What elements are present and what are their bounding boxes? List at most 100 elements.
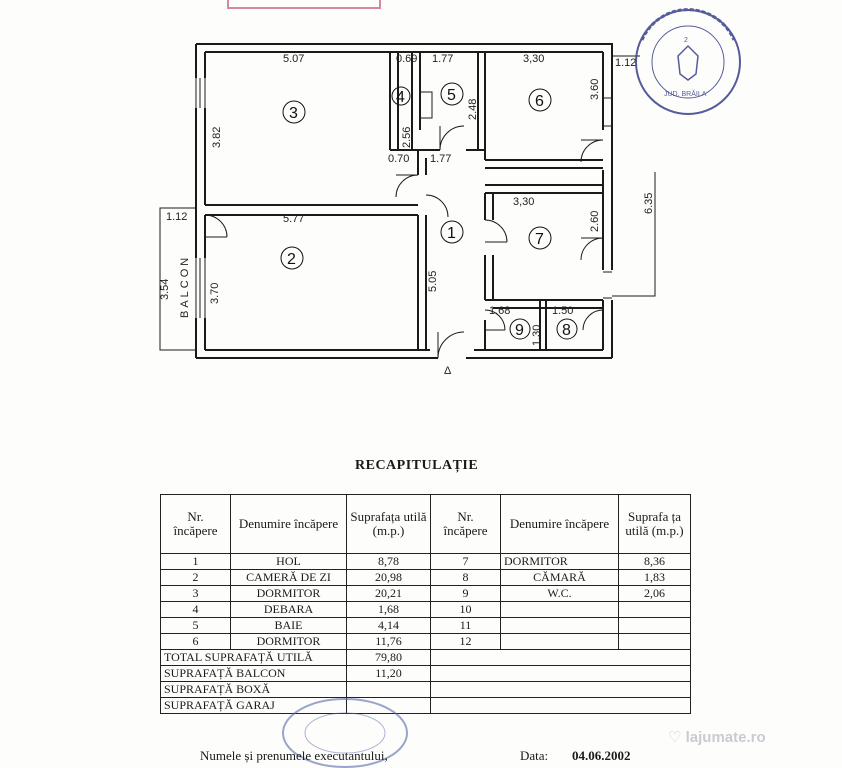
room-area: 2,06 — [618, 585, 691, 602]
total-value: 79,80 — [346, 649, 431, 666]
room-area — [618, 617, 691, 634]
room-number: 6 — [535, 93, 544, 110]
balcony-label: BALCON — [179, 255, 191, 318]
room-number: 7 — [535, 231, 544, 248]
room-nr: 2 — [160, 569, 231, 586]
room-number-labels: 1 2 3 4 5 6 7 8 9 — [287, 87, 571, 339]
dim-label: 1.12 — [615, 57, 636, 69]
dim-label: 3.82 — [211, 127, 223, 148]
table-row: 1 HOL 8,78 7 DORMITOR 8,36 — [160, 553, 691, 570]
total-label: TOTAL SUPRAFAȚĂ UTILĂ — [160, 649, 347, 666]
recap-title: RECAPITULAȚIE — [355, 458, 479, 473]
room-nr: 5 — [160, 617, 231, 634]
dim-label: 1.30 — [531, 325, 543, 346]
dim-label: 1.50 — [552, 305, 573, 317]
room-numbers — [280, 82, 578, 340]
room-area: 1,68 — [346, 601, 431, 618]
room-nr: 12 — [430, 633, 501, 650]
total-value: 11,20 — [346, 665, 431, 682]
room-nr: 8 — [430, 569, 501, 586]
entrance-mark: Δ — [444, 365, 452, 377]
dim-label: 2.60 — [589, 211, 601, 232]
room-number: 5 — [447, 87, 456, 104]
room-name: DEBARA — [230, 601, 347, 618]
header-cell: Nr. încăpere — [430, 494, 501, 554]
room-nr: 1 — [160, 553, 231, 570]
dim-label: 3.60 — [589, 79, 601, 100]
table-row: 5 BAIE 4,14 11 — [160, 617, 691, 634]
red-stamp-fragment — [227, 0, 381, 9]
total-row: SUPRAFAȚĂ BOXĂ — [160, 681, 691, 698]
heart-icon: ♡ — [668, 729, 682, 746]
dim-label: 6.35 — [643, 193, 655, 214]
dim-label: 3,30 — [513, 196, 534, 208]
room-name: CAMERĂ DE ZI — [230, 569, 347, 586]
date-value: 04.06.2002 — [572, 748, 631, 763]
header-cell: Nr. încăpere — [160, 494, 231, 554]
dim-label: 0.70 — [388, 153, 409, 165]
plan-walls — [195, 43, 613, 359]
header-cell: Suprafa ța utilă (m.p.) — [618, 494, 691, 554]
room-nr: 7 — [430, 553, 501, 570]
room-name: CĂMARĂ — [500, 569, 619, 586]
coat-of-arms-icon — [677, 44, 699, 81]
total-row: SUPRAFAȚĂ BALCON 11,20 — [160, 665, 691, 682]
dim-label: 2.48 — [467, 99, 479, 120]
certificate-stamp — [282, 698, 408, 768]
room-number: 1 — [447, 225, 456, 242]
room-name: W.C. — [500, 585, 619, 602]
dim-label: 5.07 — [283, 53, 304, 65]
room-area — [618, 601, 691, 618]
room-area: 20,98 — [346, 569, 431, 586]
room-area: 8,36 — [618, 553, 691, 570]
room-nr: 6 — [160, 633, 231, 650]
stamp-bottom-text: JUD. BRĂILA — [664, 89, 707, 98]
plan-dimensions: 5.07 0.69 1.77 3,30 1.12 3.82 2.56 2.48 … — [159, 53, 655, 377]
dim-label: 5.05 — [427, 271, 439, 292]
total-row: TOTAL SUPRAFAȚĂ UTILĂ 79,80 — [160, 649, 691, 666]
dim-label: 3.70 — [209, 283, 221, 304]
dim-label: 1.77 — [430, 153, 451, 165]
header-cell: Denumire încăpere — [500, 494, 619, 554]
room-nr: 3 — [160, 585, 231, 602]
recap-table: Nr. încăpere Denumire încăpere Suprafața… — [160, 494, 691, 714]
room-area — [618, 633, 691, 650]
room-number: 2 — [287, 251, 296, 268]
table-row: 4 DEBARA 1,68 10 — [160, 601, 691, 618]
floor-plan: 5.07 0.69 1.77 3,30 1.12 3.82 2.56 2.48 … — [159, 0, 741, 377]
room-number: 8 — [562, 322, 571, 339]
header-cell: Denumire încăpere — [230, 494, 347, 554]
stamp-number: 2 — [684, 37, 688, 44]
dim-label: 2.56 — [401, 127, 413, 148]
table-row: 2 CAMERĂ DE ZI 20,98 8 CĂMARĂ 1,83 — [160, 569, 691, 586]
watermark: ♡ lajumate.ro — [668, 728, 766, 746]
watermark-text: lajumate.ro — [685, 729, 766, 746]
dim-label: 0.69 — [396, 53, 417, 65]
room-area: 4,14 — [346, 617, 431, 634]
room-number: 9 — [515, 322, 524, 339]
room-nr: 11 — [430, 617, 501, 634]
dim-label: 1.68 — [489, 305, 510, 317]
dim-label: 1.77 — [432, 53, 453, 65]
dim-label: 3,30 — [523, 53, 544, 65]
total-row: SUPRAFAȚĂ GARAJ — [160, 697, 691, 714]
dim-label: 3.54 — [159, 279, 171, 300]
dim-label: 1.12 — [166, 211, 187, 223]
table-row: 6 DORMITOR 11,76 12 — [160, 633, 691, 650]
room-nr: 10 — [430, 601, 501, 618]
room-name — [500, 633, 619, 650]
room-name: DORMITOR — [500, 553, 619, 570]
room-area: 1,83 — [618, 569, 691, 586]
room-name: BAIE — [230, 617, 347, 634]
room-number: 3 — [289, 105, 298, 122]
table-row: 3 DORMITOR 20,21 9 W.C. 2,06 — [160, 585, 691, 602]
total-label: SUPRAFAȚĂ BALCON — [160, 665, 347, 682]
door-swings — [204, 125, 604, 359]
cadastre-stamp: 2 JUD. BRĂILA — [635, 8, 741, 115]
room-nr: 4 — [160, 601, 231, 618]
room-area: 8,78 — [346, 553, 431, 570]
date-label: Data: — [520, 748, 549, 763]
table-header-row: Nr. încăpere Denumire încăpere Suprafața… — [160, 494, 691, 554]
room-name: HOL — [230, 553, 347, 570]
room-name — [500, 601, 619, 618]
